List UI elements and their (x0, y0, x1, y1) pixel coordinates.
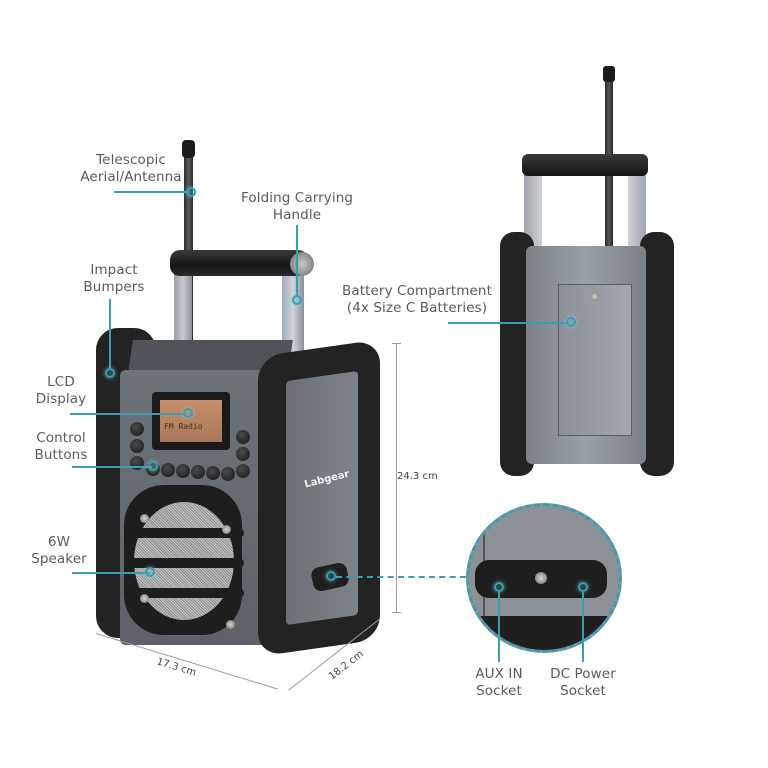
control-button[interactable] (191, 465, 205, 479)
handle-grip (170, 250, 308, 276)
handle-grip (522, 154, 648, 176)
antenna-tip (603, 66, 615, 82)
buttons-marker[interactable] (148, 461, 158, 471)
height-dimension-tick-bottom (392, 612, 401, 613)
handle-callout-line (296, 225, 298, 297)
label-antenna: Telescopic Aerial/Antenna (80, 152, 182, 185)
screw (140, 514, 149, 523)
label-impact-bumpers: Impact Bumpers (83, 262, 145, 295)
control-button[interactable] (206, 466, 220, 480)
bumpers-marker[interactable] (105, 368, 115, 378)
control-button[interactable] (176, 464, 190, 478)
label-battery-compartment: Battery Compartment (4x Size C Batteries… (342, 283, 492, 316)
antenna-callout-line (114, 191, 190, 193)
battery-marker[interactable] (566, 317, 576, 327)
screw (226, 620, 235, 629)
antenna-tip (182, 140, 195, 158)
speaker-guard-bar (126, 588, 244, 598)
screw (140, 594, 149, 603)
speaker-guard-bar (124, 558, 244, 568)
handle-hinge (290, 252, 314, 276)
label-aux-in-socket: AUX IN Socket (475, 666, 523, 699)
lcd-marker[interactable] (183, 408, 193, 418)
control-button[interactable] (161, 463, 175, 477)
handle-marker[interactable] (292, 295, 302, 305)
bumper-bottom (469, 616, 619, 650)
lcd-callout-line (70, 413, 186, 415)
height-dimension-line (396, 343, 397, 613)
speaker-marker[interactable] (145, 567, 155, 577)
antenna-marker[interactable] (186, 187, 196, 197)
side-socket-marker[interactable] (326, 571, 336, 581)
lcd-screen: FM Radio (160, 400, 222, 442)
aux-in-socket-marker[interactable] (494, 582, 504, 592)
lcd-text: FM Radio (164, 422, 203, 431)
label-handle: Folding Carrying Handle (240, 190, 354, 223)
height-dimension-tick-top (392, 343, 401, 344)
socket-detail-circle (466, 503, 622, 653)
control-button[interactable] (221, 467, 235, 481)
control-button[interactable] (130, 439, 144, 453)
dc-power-socket-marker[interactable] (578, 582, 588, 592)
height-dimension-label: 24.3 cm (397, 471, 438, 482)
cover-screw (535, 572, 547, 584)
control-button[interactable] (236, 430, 250, 444)
screw (222, 525, 231, 534)
dc-power-callout-line (582, 592, 584, 662)
speaker-guard-bar (126, 528, 244, 538)
control-button[interactable] (236, 464, 250, 478)
bumpers-callout-line (109, 299, 111, 369)
battery-compartment-cover (558, 284, 632, 436)
radio-front-view: FM Radio Labgear (90, 140, 390, 660)
label-dc-power-socket: DC Power Socket (550, 666, 616, 699)
aux-in-callout-line (498, 592, 500, 662)
battery-cover-screw (590, 292, 599, 301)
socket-connector-line (336, 576, 466, 578)
radio-back-view (500, 66, 674, 476)
speaker-callout-line (72, 572, 150, 574)
label-control-buttons: Control Buttons (34, 430, 88, 463)
battery-callout-line (448, 322, 568, 324)
control-button[interactable] (130, 422, 144, 436)
label-lcd-display: LCD Display (35, 374, 87, 407)
buttons-callout-line (72, 466, 152, 468)
label-speaker: 6W Speaker (31, 534, 87, 567)
control-button[interactable] (236, 447, 250, 461)
